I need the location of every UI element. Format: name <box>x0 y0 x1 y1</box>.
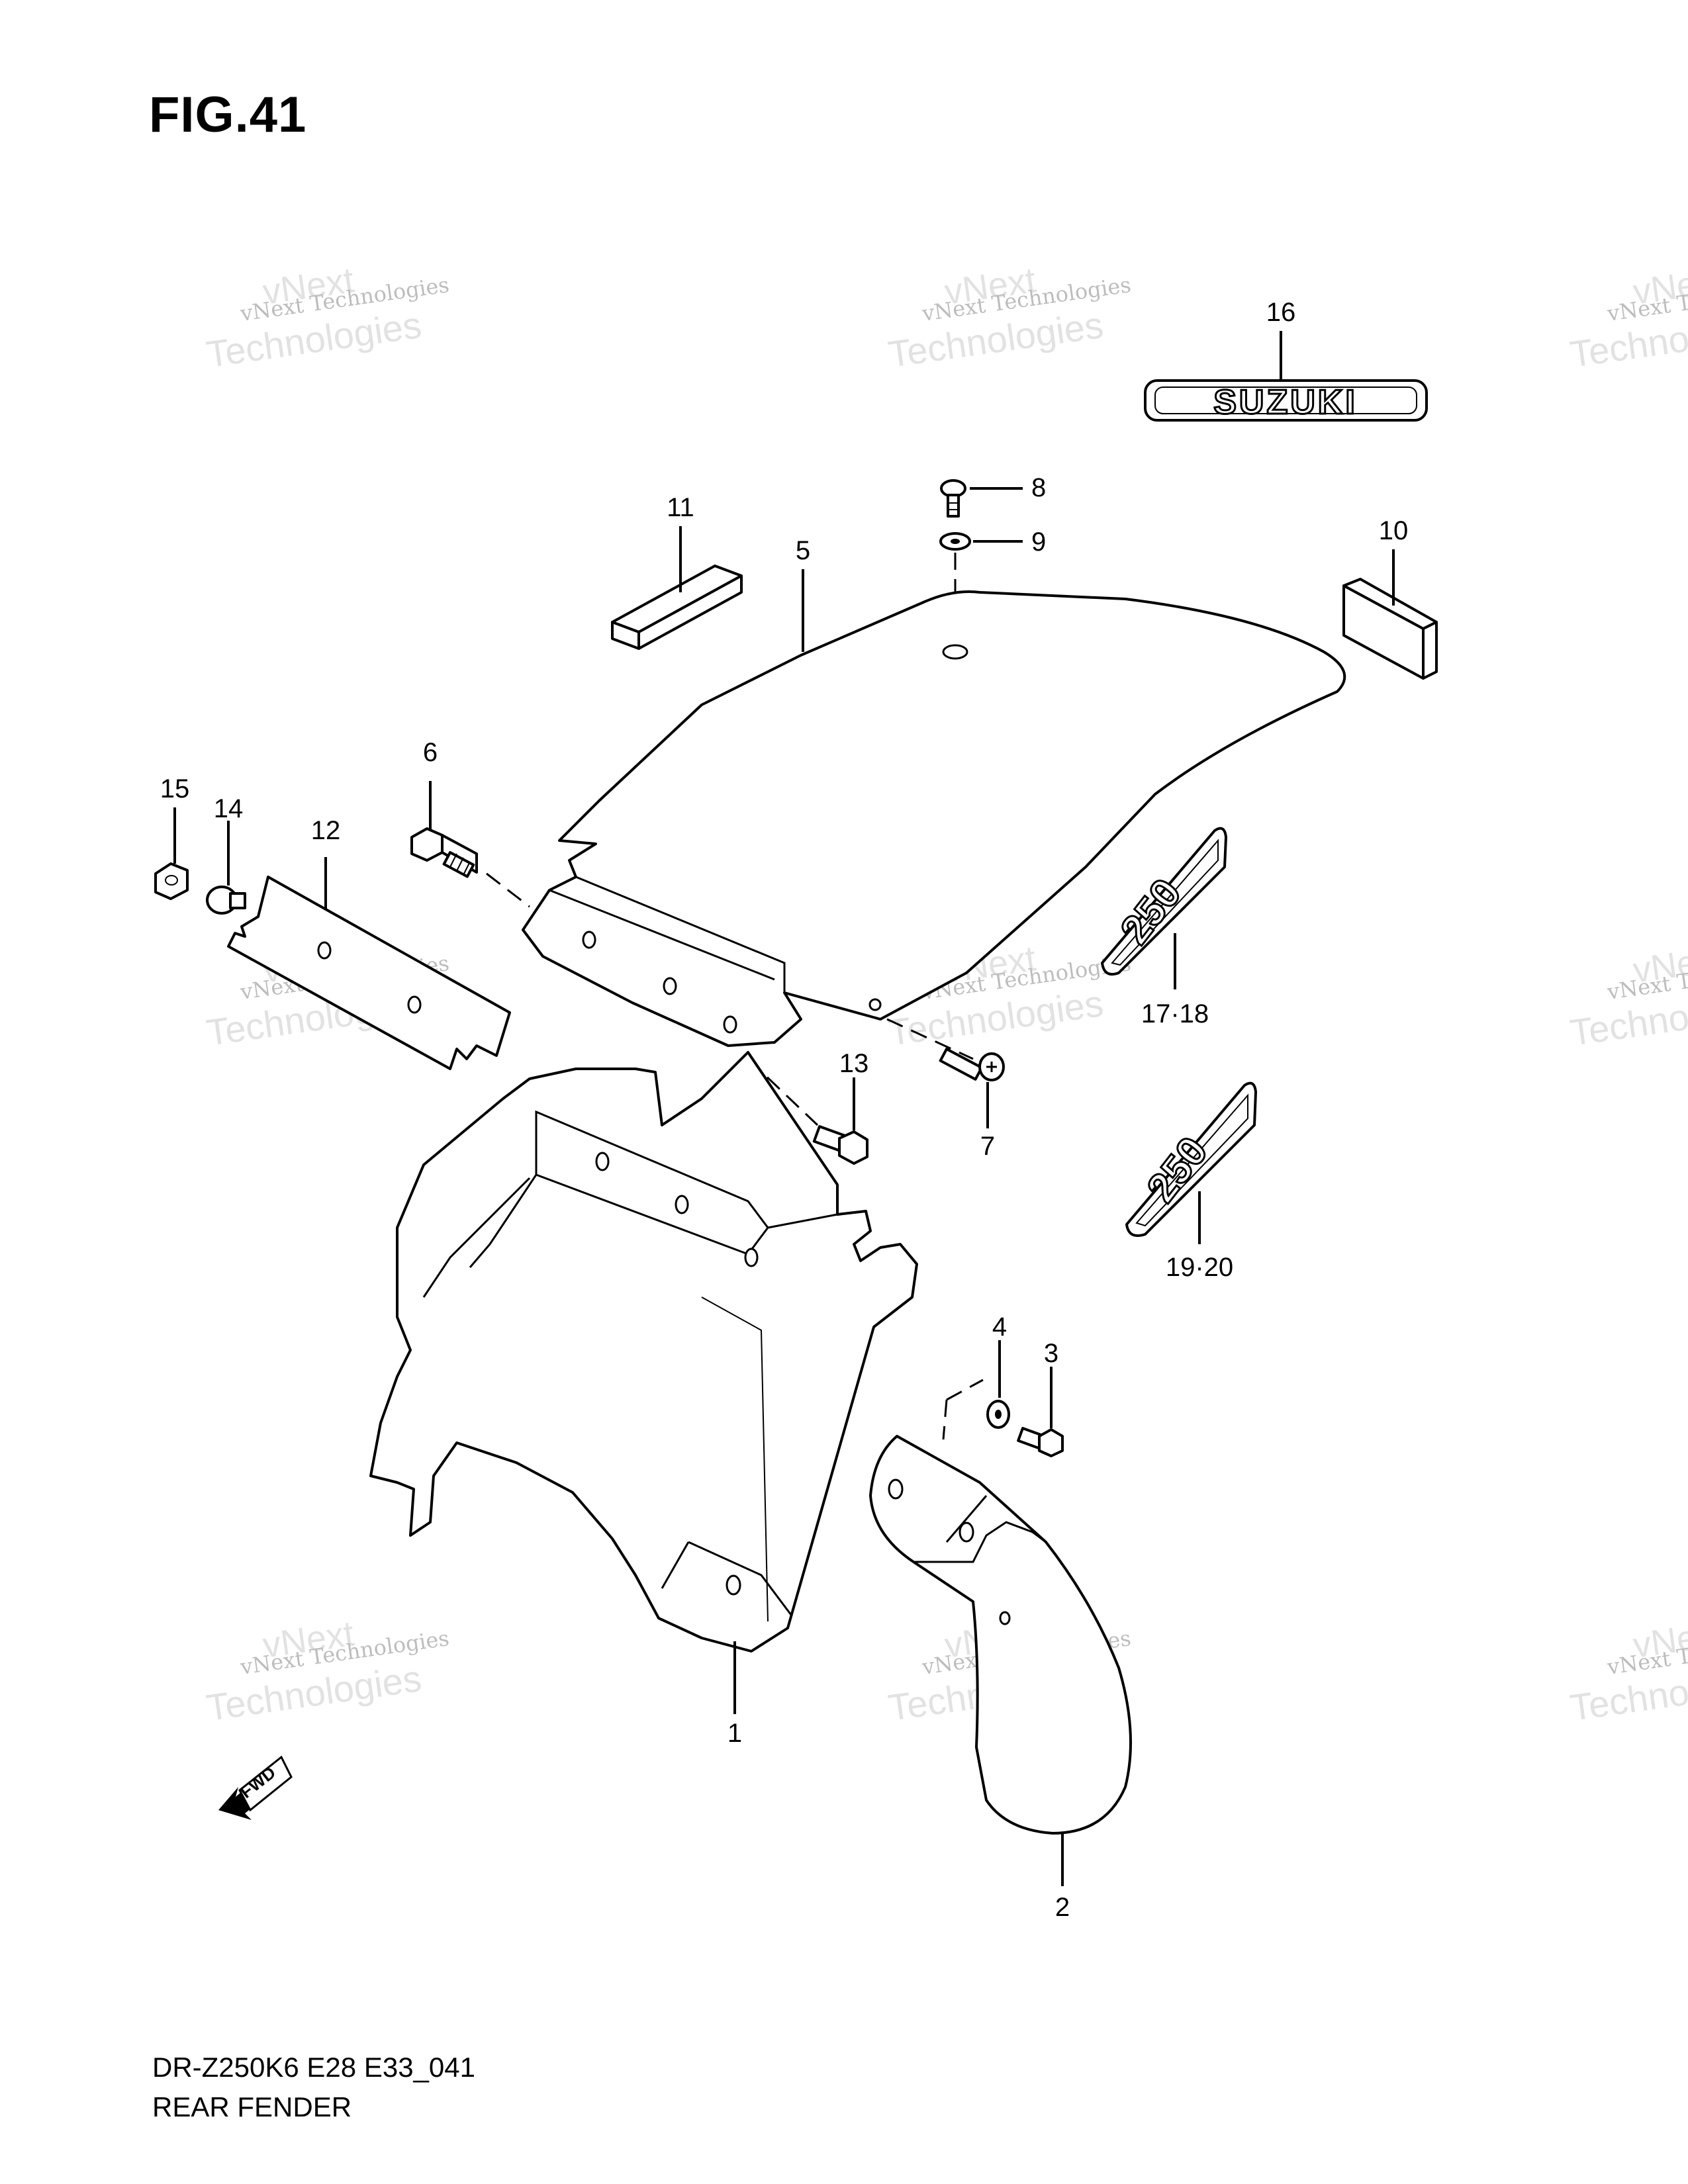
figure-title: FIG.41 <box>149 87 307 143</box>
callout-7: 7 <box>980 1132 995 1161</box>
callout-19-20: 19·20 <box>1166 1253 1233 1282</box>
part-2-mud-flap <box>869 1435 1132 1835</box>
part-19-20-emblem: 250 <box>1125 1081 1257 1238</box>
part-1-rear-fender-lower <box>369 1051 918 1653</box>
part-11-pad <box>611 565 743 650</box>
part-4-washer <box>986 1400 1010 1429</box>
watermark-top-right: vNext vNext Technologies Technologies <box>1568 260 1688 375</box>
callout-5: 5 <box>796 536 810 565</box>
callout-3: 3 <box>1044 1339 1058 1368</box>
part-9-washer <box>939 532 971 551</box>
callout-9: 9 <box>1031 527 1046 557</box>
watermark-top-left: vNext vNext Technologies Technologies <box>204 260 451 375</box>
part-5-rear-fender-upper <box>522 590 1346 1047</box>
figure-name: REAR FENDER <box>152 2091 352 2122</box>
callout-11: 11 <box>667 493 694 522</box>
callout-17-18: 17·18 <box>1141 999 1209 1028</box>
callout-10: 10 <box>1379 516 1409 545</box>
callout-12: 12 <box>311 816 341 845</box>
callout-1: 1 <box>727 1719 742 1748</box>
part-16-suzuki-emblem: SUZUKI <box>1144 379 1428 423</box>
watermark-bottom-right: vNext vNext Technologies Technologies <box>1568 1614 1688 1729</box>
callout-16: 16 <box>1266 298 1296 327</box>
callout-4: 4 <box>992 1312 1007 1342</box>
callout-14: 14 <box>214 794 244 823</box>
watermark-bottom-left: vNext vNext Technologies Technologies <box>204 1614 451 1729</box>
watermark-top-center: vNext vNext Technologies Technologies <box>886 260 1133 375</box>
part-7-screw <box>939 1048 1005 1081</box>
part-3-bolt <box>1017 1427 1064 1457</box>
part-8-screw <box>940 479 966 518</box>
callout-13: 13 <box>839 1049 869 1078</box>
watermark-mid-right: vNext vNext Technologies Technologies <box>1568 938 1688 1054</box>
assembly-line-7 <box>886 1018 974 1060</box>
part-17-18-emblem: 250 <box>1101 827 1227 976</box>
figure-code: DR-Z250K6 E28 E33_041 <box>152 2052 475 2083</box>
part-10-pad <box>1342 578 1438 680</box>
fwd-arrow-icon: FWD <box>218 1755 293 1820</box>
part-15-nut <box>154 862 189 900</box>
part-14-collar <box>206 886 246 915</box>
callout-8: 8 <box>1031 473 1046 502</box>
callout-15: 15 <box>160 774 190 803</box>
assembly-line-6 <box>486 872 530 908</box>
part-12-bracket <box>227 876 511 1070</box>
svg-text:SUZUKI: SUZUKI <box>1213 383 1358 422</box>
part-6-bolt <box>410 827 478 878</box>
callout-2: 2 <box>1055 1893 1070 1922</box>
assembly-line-4b <box>942 1399 948 1440</box>
part-13-bolt <box>812 1125 868 1165</box>
assembly-line-4 <box>946 1379 984 1401</box>
callout-6: 6 <box>423 738 438 767</box>
